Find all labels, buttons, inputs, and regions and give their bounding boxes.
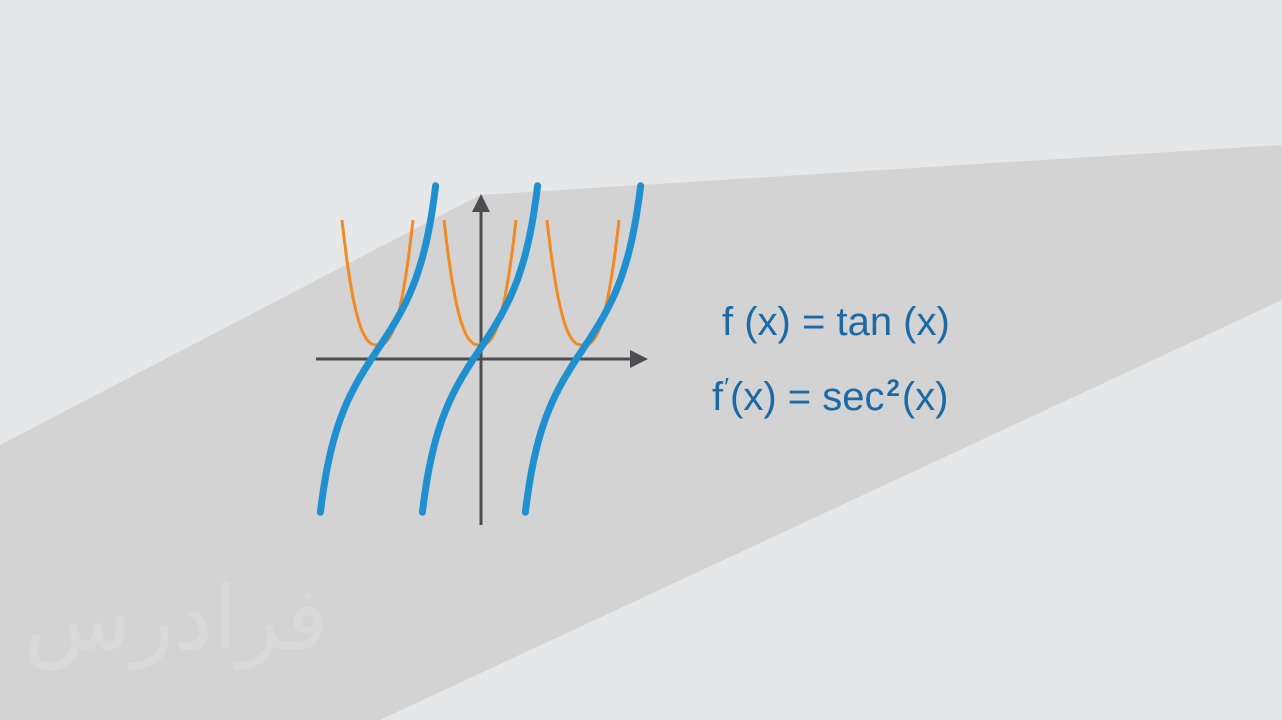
tan-branch-3 (521, 182, 645, 516)
tan-branch-2 (418, 182, 542, 516)
tan-curves (316, 182, 645, 516)
derivative-middle: (x) = sec (730, 375, 885, 419)
derivative-f: f (712, 375, 724, 419)
y-axis-arrowhead (472, 194, 490, 212)
logo-watermark: فرادرس (24, 567, 329, 670)
long-shadow (0, 145, 1282, 720)
derivative-formula: f′(x) = sec2(x) (712, 374, 948, 417)
x-axis-arrowhead (630, 350, 648, 368)
derivative-end: (x) (901, 375, 949, 419)
function-formula: f (x) = tan (x) (722, 300, 950, 344)
squared-exponent: 2 (886, 375, 900, 402)
tan-branch-1 (316, 182, 440, 516)
prime-mark: ′ (724, 372, 729, 402)
